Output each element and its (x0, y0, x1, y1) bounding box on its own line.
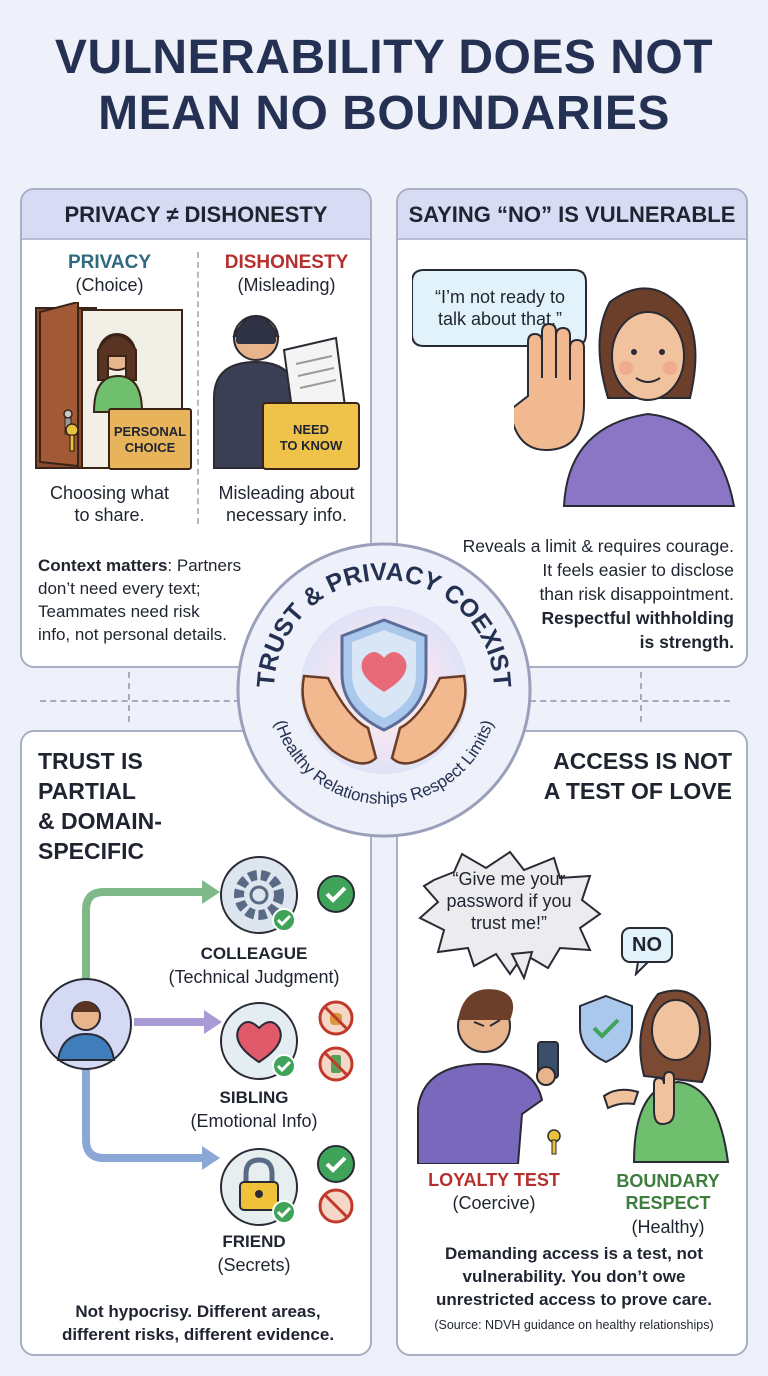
access-footer: Demanding access is a test, not vulnerab… (402, 1242, 746, 1311)
context-4: info, not personal details. (38, 625, 228, 644)
no-bubble-icon (621, 927, 673, 976)
sibling-label: SIBLING (219, 1088, 289, 1107)
sibling-sub: (Emotional Info) (190, 1111, 318, 1131)
saying-no-heading: SAYING “NO” IS VULNERABLE (398, 190, 746, 240)
boundary-woman-illustration (602, 989, 730, 1163)
title-line-1: VULNERABILITY DOES NOT (54, 31, 714, 84)
dishonesty-caption-2: necessary info. (225, 505, 348, 525)
context-1: : Partners (167, 556, 242, 575)
title-line-2: MEAN NO BOUNDARIES (98, 87, 670, 140)
box-label-1: PERSONAL (113, 424, 187, 439)
privacy-divider (197, 252, 199, 524)
need-to-know-folder: NEED TO KNOW (262, 402, 360, 470)
no-bold-2: is strength. (639, 632, 734, 652)
saying-no-panel: SAYING “NO” IS VULNERABLE “I’m not ready… (396, 188, 748, 668)
trust-heading-3: SPECIFIC (38, 838, 145, 864)
access-heading-2: A TEST OF LOVE (543, 778, 732, 804)
privacy-panel-heading: PRIVACY ≠ DISHONESTY (22, 190, 370, 240)
saying-no-text: Reveals a limit & requires courage. It f… (408, 534, 734, 654)
dishonesty-sub: (Misleading) (237, 275, 336, 295)
access-heading: ACCESS IS NOT A TEST OF LOVE (498, 746, 732, 806)
shout-bubble-text: “Give me your password if you trust me!” (434, 868, 584, 934)
loyalty-sub: (Coercive) (452, 1193, 536, 1213)
friend-sub: (Secrets) (217, 1255, 291, 1275)
person-avatar (40, 978, 132, 1070)
key-icon (65, 423, 79, 452)
folder-label-2: TO KNOW (279, 438, 343, 453)
dishonesty-caption-1: Misleading about (218, 483, 355, 503)
connector-right-v (640, 672, 642, 722)
coercive-man-illustration (417, 989, 561, 1164)
boundary-label: BOUNDARY RESPECT (588, 1170, 746, 1214)
colleague-sub: (Technical Judgment) (168, 967, 340, 987)
privacy-panel: PRIVACY ≠ DISHONESTY PRIVACY (Choice) PE… (20, 188, 372, 668)
trust-footer-1: Not hypocrisy. Different areas, (75, 1302, 321, 1321)
trust-heading-2: & DOMAIN- (38, 808, 162, 834)
shield-check-icon (579, 994, 633, 1064)
privacy-label: PRIVACY (67, 252, 152, 273)
dishonesty-caption: Misleading about necessary info. (199, 482, 370, 526)
access-footer-2: vulnerability. You don’t owe (462, 1267, 686, 1286)
bubble-2: password if you (446, 891, 572, 911)
loyalty-label: LOYALTY TEST (428, 1170, 560, 1190)
woman-raising-hand-illustration (514, 287, 736, 507)
access-panel: ACCESS IS NOT A TEST OF LOVE “Give me yo… (396, 730, 748, 1356)
center-badge: TRUST & PRIVACY COEXIST (Healthy Relatio… (236, 542, 532, 838)
box-label-2: CHOICE (124, 440, 176, 455)
speech-bubble-text: “I’m not ready to talk about that.” (416, 286, 584, 330)
context-2: don’t need every text; (38, 579, 201, 598)
check-icon (317, 875, 355, 913)
personal-choice-box: PERSONAL CHOICE (108, 408, 192, 470)
shout-bubble-icon (418, 850, 602, 980)
page-title: VULNERABILITY DOES NOT MEAN NO BOUNDARIE… (0, 30, 768, 142)
no-text-3: than risk disappointment. (539, 584, 734, 604)
no-phone-icon (318, 1046, 354, 1082)
trust-heading: TRUST IS PARTIAL & DOMAIN- SPECIFIC (38, 746, 238, 866)
gear-icon (220, 856, 298, 934)
connector-left-top (40, 700, 240, 702)
no-bubble-text: NO (632, 934, 662, 956)
speech-2: talk about that.” (437, 309, 563, 329)
boundary-sub: (Healthy) (631, 1217, 705, 1237)
check-icon (317, 1145, 355, 1183)
friend-label: FRIEND (222, 1232, 286, 1251)
no-text-1: Reveals a limit & requires courage. (462, 536, 734, 556)
access-heading-1: ACCESS IS NOT (553, 748, 732, 774)
lock-icon (220, 1148, 298, 1226)
trust-heading-1: TRUST IS PARTIAL (38, 748, 143, 804)
access-footer-3: unrestricted access to prove care. (436, 1290, 712, 1309)
trust-panel: TRUST IS PARTIAL & DOMAIN- SPECIFIC COLL… (20, 730, 372, 1356)
colleague-label: COLLEAGUE (200, 944, 308, 963)
access-footer-1: Demanding access is a test, not (445, 1244, 703, 1263)
dishonesty-label: DISHONESTY (224, 252, 349, 273)
connector-right-top (530, 700, 730, 702)
folder-label-1: NEED (292, 422, 330, 437)
privacy-caption: Choosing what to share. (22, 482, 197, 526)
boundary-2: RESPECT (625, 1193, 711, 1213)
source-note: (Source: NDVH guidance on healthy relati… (434, 1318, 714, 1332)
no-entry-icon (318, 1188, 354, 1224)
context-3: Teammates need risk (38, 602, 200, 621)
context-note: Context matters: Partners don’t need eve… (38, 554, 278, 646)
no-text-2: It feels easier to disclose (542, 560, 734, 580)
connector-left-v (128, 672, 130, 722)
boundary-1: BOUNDARY (616, 1171, 720, 1191)
bubble-1: “Give me your (452, 869, 566, 889)
trust-footer-2: different risks, different evidence. (61, 1325, 335, 1344)
trust-footer: Not hypocrisy. Different areas, differen… (26, 1300, 370, 1346)
trust-arrows (82, 880, 222, 1170)
context-bold: Context matters (38, 556, 168, 575)
privacy-caption-1: Choosing what (49, 483, 170, 503)
no-money-icon (318, 1000, 354, 1036)
speech-1: “I’m not ready to (434, 287, 566, 307)
privacy-sub: (Choice) (75, 275, 144, 295)
bubble-3: trust me!” (470, 913, 547, 933)
privacy-caption-2: to share. (74, 505, 145, 525)
heart-icon (220, 1002, 298, 1080)
no-bold-1: Respectful withholding (541, 608, 735, 628)
